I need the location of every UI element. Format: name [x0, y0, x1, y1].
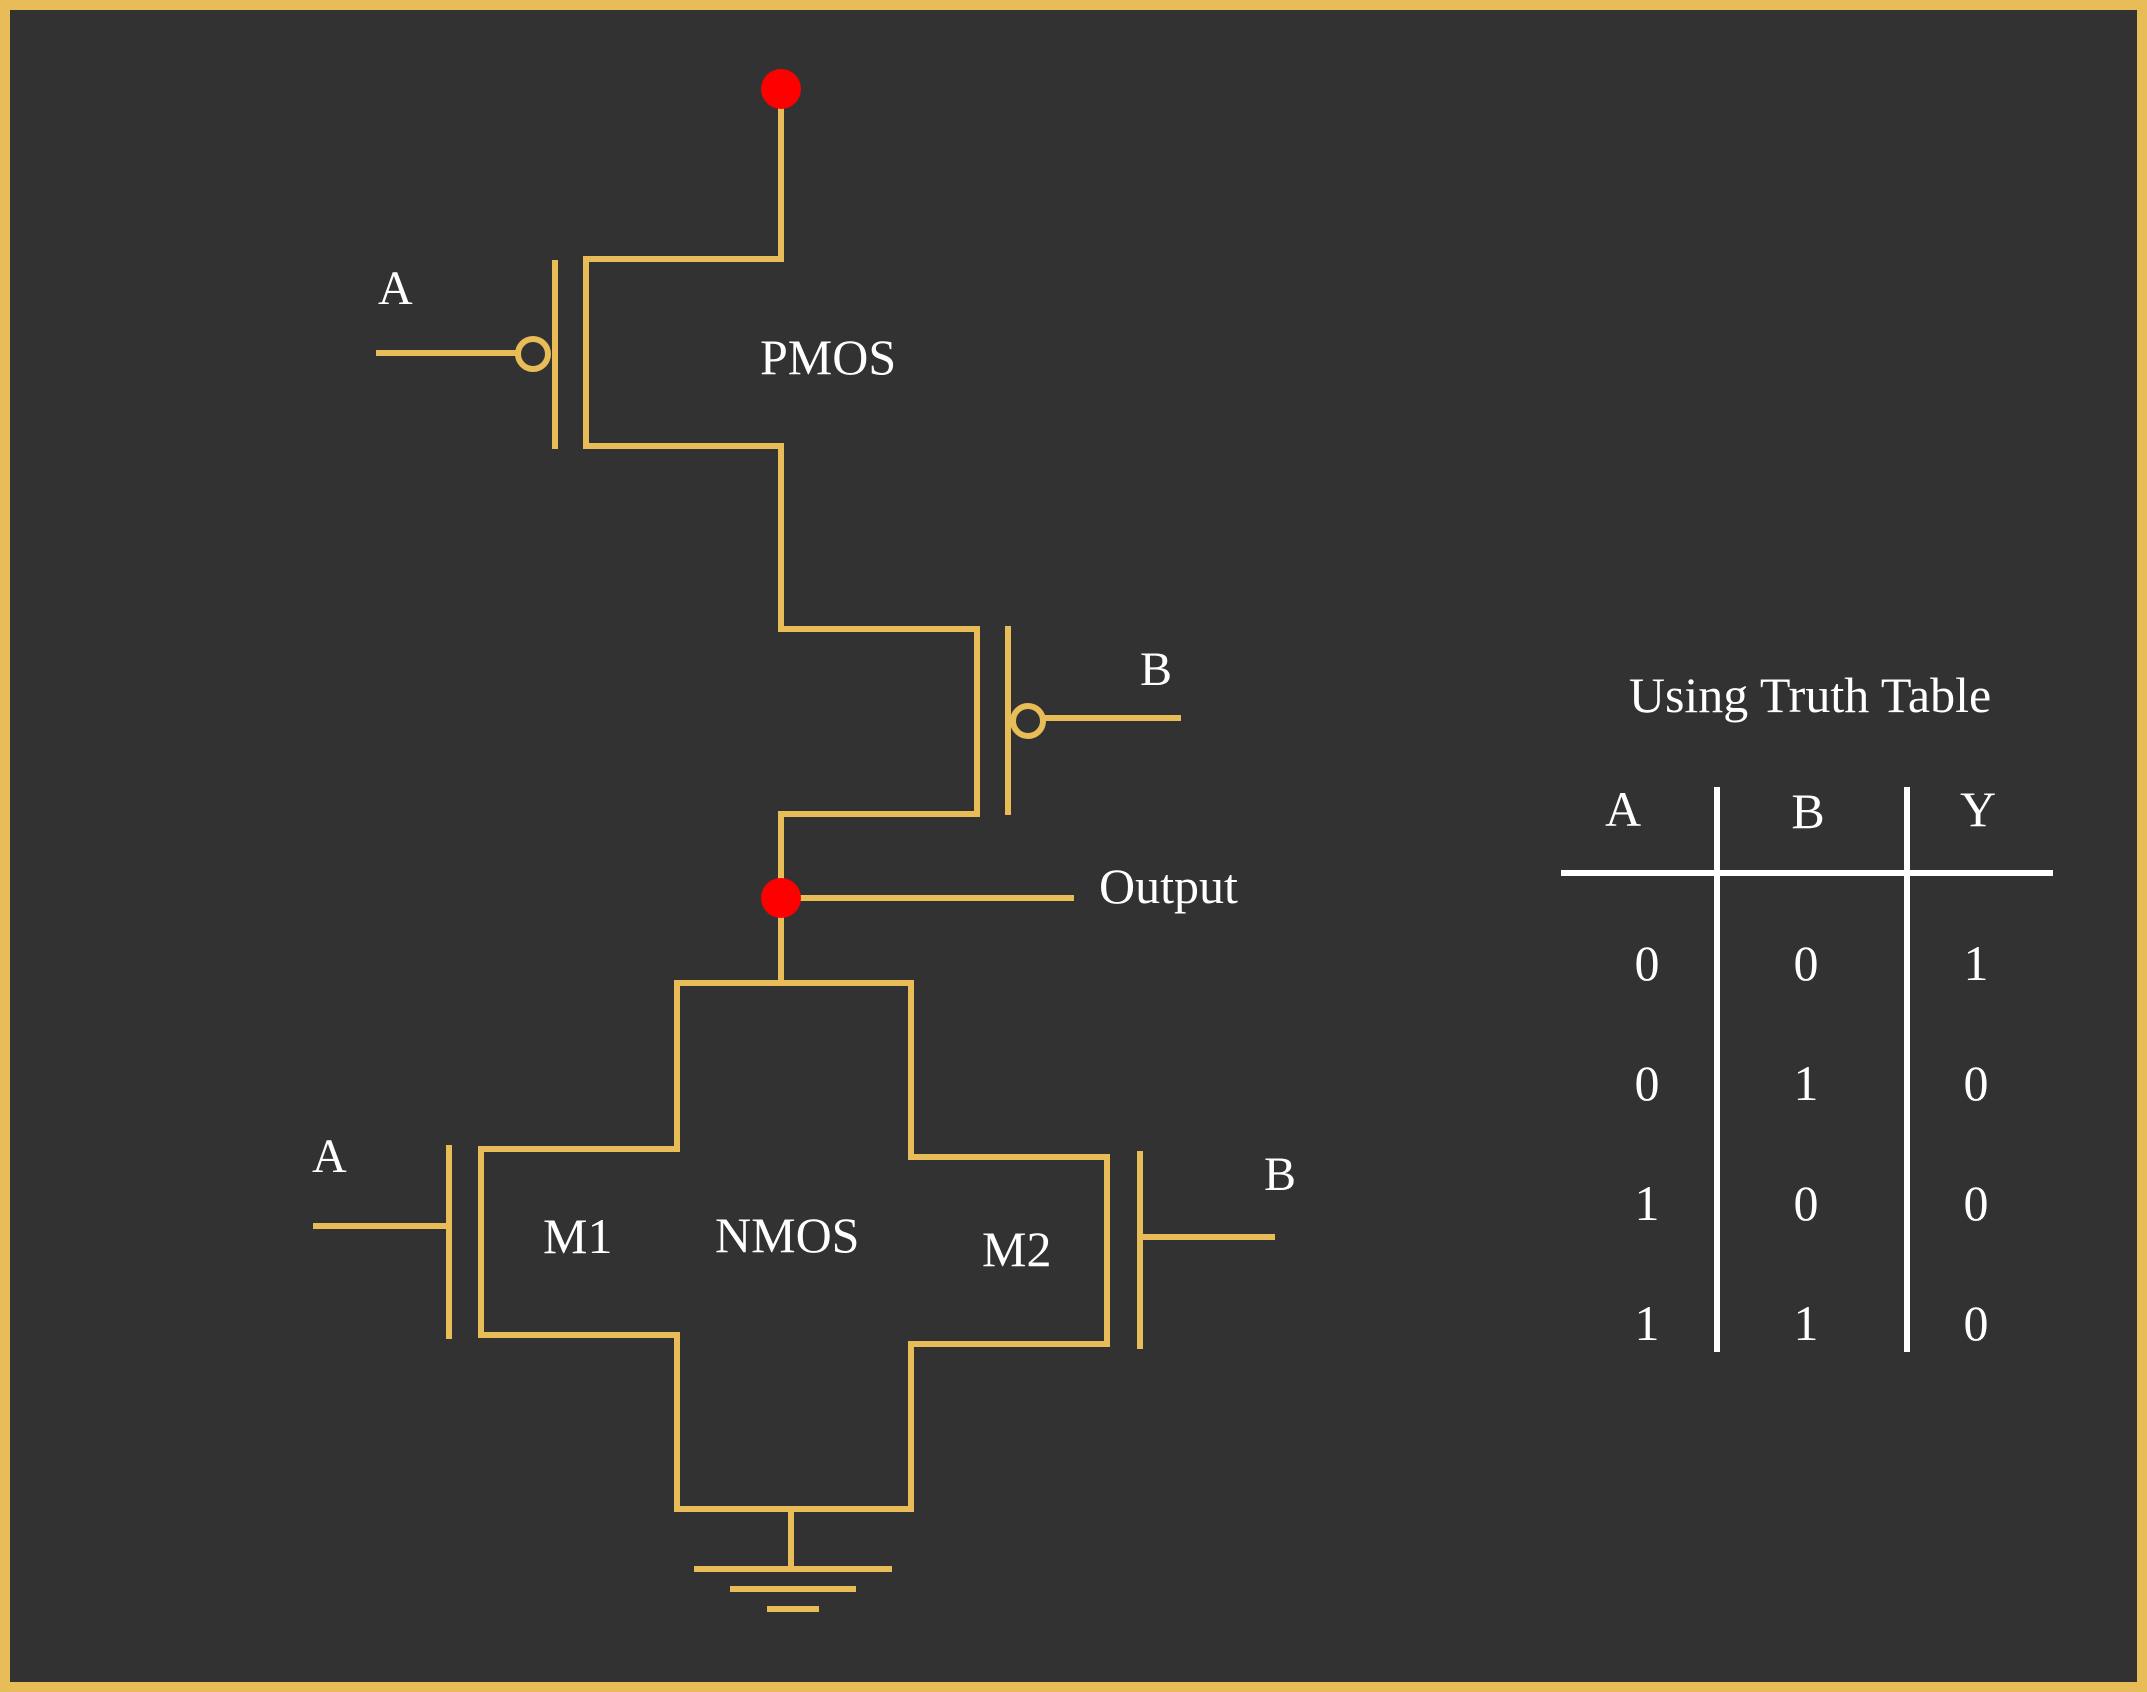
table-cell: 0	[1964, 1175, 1989, 1231]
m1-label: M1	[543, 1208, 612, 1264]
truth-table: Using Truth Table A B Y 0 0 1 0 1 0 1 0 …	[1561, 667, 2053, 1352]
table-cell: 1	[1635, 1295, 1660, 1351]
table-cell: 1	[1964, 935, 1989, 991]
output-label: Output	[1099, 858, 1238, 914]
vdd-node-icon	[761, 69, 801, 109]
pmos-bottom-channel-wire	[778, 626, 980, 901]
ground-icon	[694, 1566, 892, 1612]
pmos-top-input-label: A	[378, 262, 413, 315]
m2-label: M2	[982, 1221, 1051, 1277]
table-cell: 1	[1794, 1295, 1819, 1351]
pmos-bottom-bubble-icon	[1010, 703, 1046, 739]
table-cell: 0	[1794, 1175, 1819, 1231]
table-header-y: Y	[1960, 781, 1996, 837]
table-cell: 0	[1635, 1055, 1660, 1111]
table-cell: 0	[1635, 935, 1660, 991]
table-cell: 0	[1964, 1295, 1989, 1351]
pmos-bottom-input-label: B	[1140, 643, 1172, 696]
table-header-a: A	[1605, 781, 1641, 837]
nmos-parallel-outline	[478, 980, 1110, 1512]
pmos-label: PMOS	[760, 329, 896, 385]
table-cell: 1	[1635, 1175, 1660, 1231]
table-cell: 1	[1794, 1055, 1819, 1111]
table-header-b: B	[1791, 783, 1824, 839]
table-cell: 0	[1794, 935, 1819, 991]
truth-table-title: Using Truth Table	[1629, 667, 1991, 723]
pmos-stack	[376, 86, 1181, 901]
pmos-top-bubble-icon	[515, 336, 551, 372]
table-cell: 0	[1964, 1055, 1989, 1111]
nmos-right-input-label: B	[1264, 1148, 1296, 1201]
output-node-icon	[761, 878, 801, 918]
nmos-left-input-label: A	[312, 1130, 347, 1183]
nmos-label: NMOS	[715, 1207, 859, 1263]
pmos-top-channel-wire	[583, 86, 784, 632]
